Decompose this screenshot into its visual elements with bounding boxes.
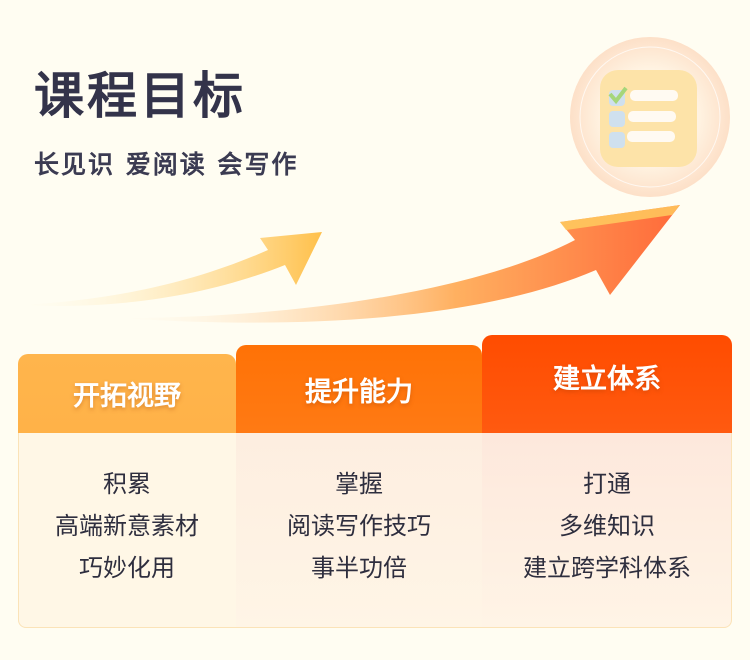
table-border bbox=[18, 433, 732, 628]
column-title: 提升能力 bbox=[236, 345, 482, 433]
column-title: 建立体系 bbox=[482, 335, 732, 433]
column-line: 高端新意素材 bbox=[55, 512, 199, 540]
column-line: 积累 bbox=[103, 470, 151, 498]
column-broaden-vision: 开拓视野 积累 高端新意素材 巧妙化用 bbox=[18, 0, 236, 628]
column-line: 事半功倍 bbox=[311, 554, 407, 582]
column-build-system: 建立体系 打通 多维知识 建立跨学科体系 bbox=[482, 0, 732, 628]
page-title: 课程目标 bbox=[34, 67, 246, 125]
column-line: 建立跨学科体系 bbox=[523, 554, 691, 582]
checklist-icon bbox=[570, 37, 730, 197]
column-line: 打通 bbox=[583, 470, 631, 498]
column-line: 掌握 bbox=[335, 470, 383, 498]
column-title: 开拓视野 bbox=[18, 354, 236, 433]
column-line: 巧妙化用 bbox=[79, 554, 175, 582]
page-subtitle: 长见识 爱阅读 会写作 bbox=[34, 150, 299, 179]
column-line: 多维知识 bbox=[559, 512, 655, 540]
column-line: 阅读写作技巧 bbox=[287, 512, 431, 540]
rising-arrow-icon bbox=[20, 37, 730, 323]
column-improve-ability: 提升能力 掌握 阅读写作技巧 事半功倍 bbox=[236, 0, 482, 628]
